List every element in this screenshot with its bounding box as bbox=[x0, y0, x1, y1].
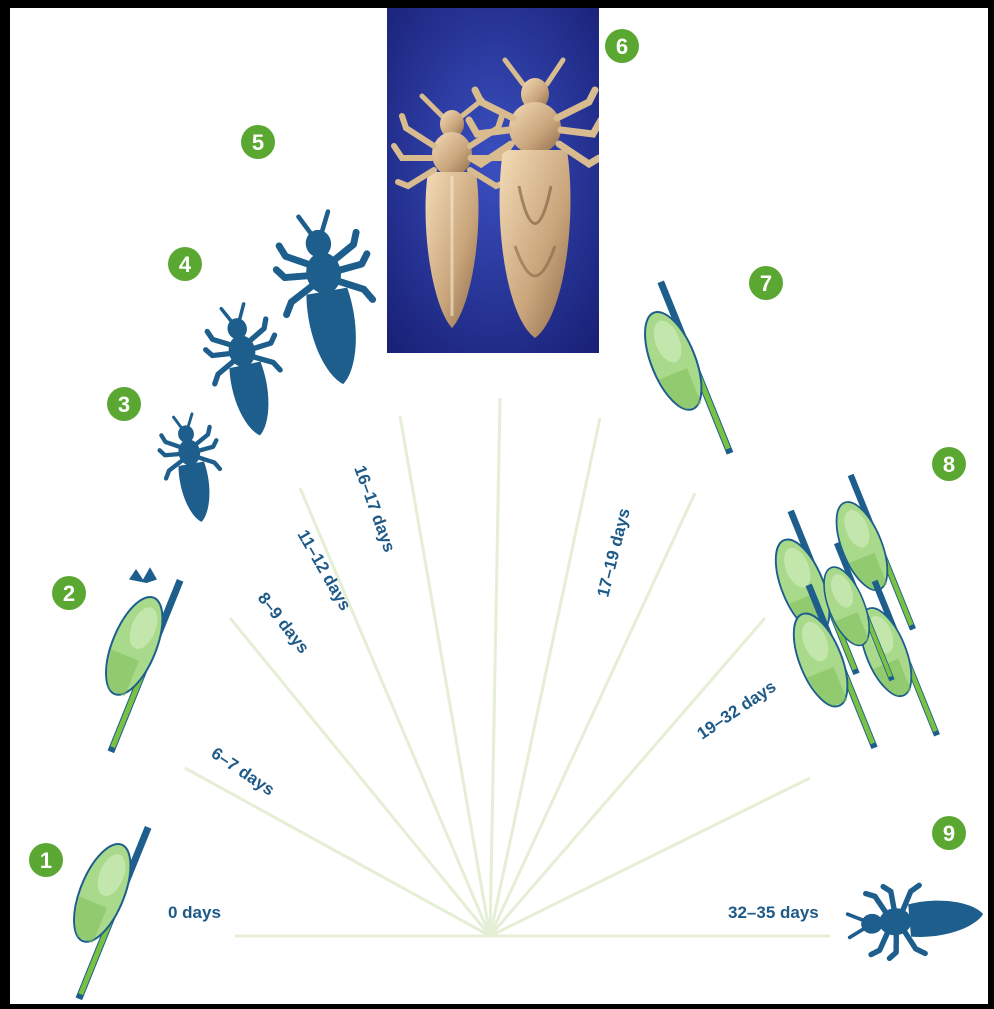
stage-2-hatching-nit bbox=[74, 565, 184, 753]
life-cycle-diagram: 0 days 6–7 days 8–9 days 11–12 days 16–1… bbox=[10, 8, 988, 1004]
label-17-19-days: 17–19 days bbox=[593, 506, 633, 599]
svg-text:7: 7 bbox=[760, 271, 772, 296]
label-0-days: 0 days bbox=[168, 903, 221, 922]
label-6-7-days: 6–7 days bbox=[208, 744, 278, 800]
stage-5-nymph bbox=[268, 206, 389, 392]
badge-9: 9 bbox=[932, 816, 966, 850]
badge-2: 2 bbox=[52, 576, 86, 610]
label-32-35-days: 32–35 days bbox=[728, 903, 819, 922]
svg-text:6: 6 bbox=[616, 34, 628, 59]
svg-text:3: 3 bbox=[118, 392, 130, 417]
badge-1: 1 bbox=[29, 843, 63, 877]
stage-6-adult-lice-photo bbox=[387, 8, 599, 353]
badge-7: 7 bbox=[749, 266, 783, 300]
svg-text:1: 1 bbox=[40, 848, 52, 873]
badge-8: 8 bbox=[932, 447, 966, 481]
svg-text:4: 4 bbox=[179, 252, 192, 277]
badge-5: 5 bbox=[241, 125, 275, 159]
stage-8-nit-cluster bbox=[755, 474, 940, 762]
stage-9-adult-louse bbox=[846, 878, 987, 961]
label-11-12-days: 11–12 days bbox=[294, 527, 355, 614]
svg-text:2: 2 bbox=[63, 581, 75, 606]
label-8-9-days: 8–9 days bbox=[254, 589, 313, 657]
badge-4: 4 bbox=[168, 247, 202, 281]
svg-text:5: 5 bbox=[252, 130, 264, 155]
stage-7-new-nit bbox=[624, 280, 734, 468]
badge-3: 3 bbox=[107, 387, 141, 421]
label-16-17-days: 16–17 days bbox=[350, 463, 399, 555]
stage-4-nymph bbox=[198, 299, 294, 443]
stage-3-nymph bbox=[154, 411, 229, 527]
svg-text:8: 8 bbox=[943, 452, 955, 477]
badge-6: 6 bbox=[605, 29, 639, 63]
svg-text:9: 9 bbox=[943, 821, 955, 846]
timeline-rays bbox=[185, 398, 830, 936]
two-adult-lice-photo-icon bbox=[387, 8, 599, 353]
stage-1-nit bbox=[42, 812, 152, 1000]
